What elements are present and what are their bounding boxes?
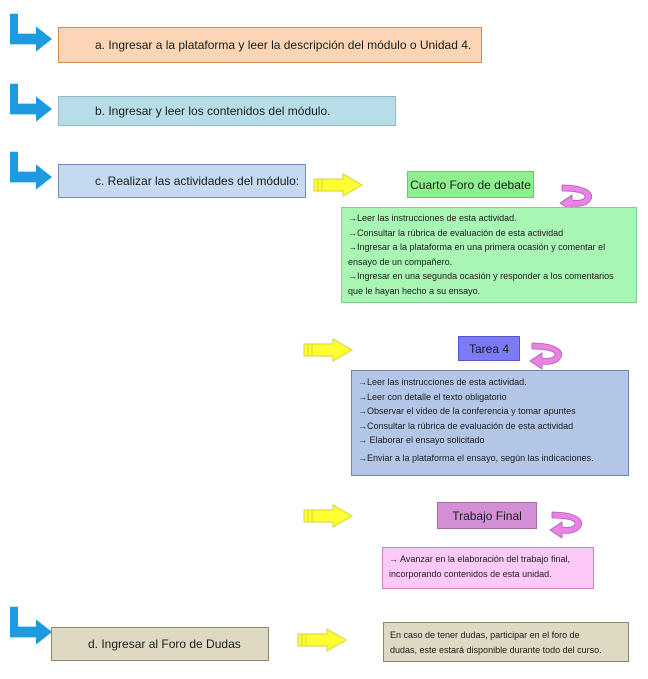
trabajo-detail-box: → Avanzar en la elaboración del trabajo … xyxy=(382,547,594,589)
arrow-right-icon xyxy=(297,628,347,652)
tarea-line: →Leer las instrucciones de esta activida… xyxy=(358,377,527,387)
tarea-line: → Elaborar el ensayo solicitado xyxy=(358,435,485,445)
foro-title: Cuarto Foro de debate xyxy=(410,177,531,192)
arrow-right-icon xyxy=(303,338,353,362)
dudas-line: dudas, este estará disponible durante to… xyxy=(390,644,602,655)
foro-line: →Consultar la rúbrica de evaluación de e… xyxy=(348,227,564,238)
dudas-detail-box: En caso de tener dudas, participar en el… xyxy=(383,622,629,662)
trabajo-line: → Avanzar en la elaboración del trabajo … xyxy=(389,554,570,564)
curved-arrow-icon xyxy=(549,511,582,539)
tarea-line: →Enviar a la plataforma el ensayo, según… xyxy=(358,452,594,463)
step-b-box: b. Ingresar y leer los contenidos del mó… xyxy=(58,96,396,126)
tarea-line: →Consultar la rúbrica de evaluación de e… xyxy=(358,420,574,431)
foro-line: ensayo de un compañero. xyxy=(348,256,453,267)
bent-arrow-icon xyxy=(10,83,52,122)
step-c-label: c. Realizar las actividades del módulo: xyxy=(95,174,300,188)
tarea-line: →Leer con detalle el texto obligatorio xyxy=(358,391,507,402)
tarea-detail-box: →Leer las instrucciones de esta activida… xyxy=(351,370,629,476)
arrow-right-icon xyxy=(303,504,353,528)
tarea-title: Tarea 4 xyxy=(468,341,510,356)
curved-arrow-icon xyxy=(529,342,562,370)
foro-line: que le hayan hecho a su ensayo. xyxy=(348,285,481,296)
dudas-line: En caso de tener dudas, participar en el… xyxy=(390,630,580,640)
trabajo-title-box: Trabajo Final xyxy=(437,502,537,529)
step-a-label: a. Ingresar a la plataforma y leer la de… xyxy=(95,38,472,52)
tarea-line: →Observar el video de la conferencia y t… xyxy=(358,406,576,416)
curved-arrow-icon xyxy=(559,184,592,212)
step-b-label: b. Ingresar y leer los contenidos del mó… xyxy=(95,104,331,118)
step-c-box: c. Realizar las actividades del módulo: xyxy=(58,164,306,198)
bent-arrow-icon xyxy=(10,606,52,645)
trabajo-line: incorporando contenidos de esta unidad. xyxy=(389,568,552,579)
bent-arrow-icon xyxy=(10,13,52,52)
step-d-label: d. Ingresar al Foro de Dudas xyxy=(88,637,241,651)
foro-line: →Leer las instrucciones de esta activida… xyxy=(348,213,517,223)
trabajo-title: Trabajo Final xyxy=(452,508,522,523)
bent-arrow-icon xyxy=(10,151,52,190)
step-a-box: a. Ingresar a la plataforma y leer la de… xyxy=(58,27,482,63)
foro-line: →Ingresar a la plataforma en una primera… xyxy=(348,242,606,252)
tarea-title-box: Tarea 4 xyxy=(458,336,520,361)
foro-line: →Ingresar en una segunda ocasión y respo… xyxy=(348,271,614,281)
arrow-right-icon xyxy=(313,173,363,197)
foro-detail-box: →Leer las instrucciones de esta activida… xyxy=(341,207,637,303)
step-d-box: d. Ingresar al Foro de Dudas xyxy=(51,627,269,661)
foro-title-box: Cuarto Foro de debate xyxy=(407,171,534,198)
